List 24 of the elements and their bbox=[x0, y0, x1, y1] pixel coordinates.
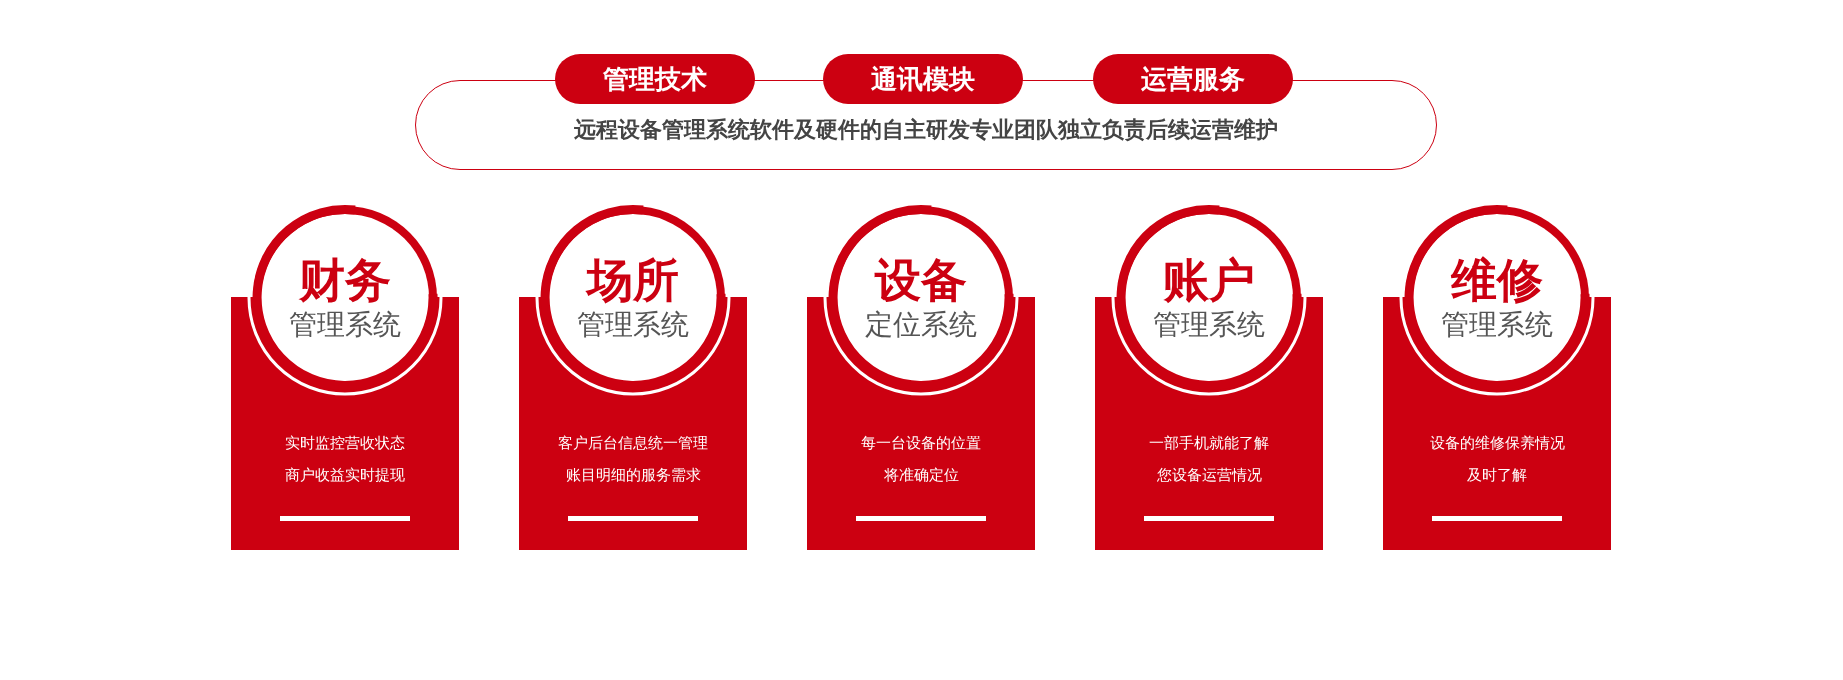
card-title: 场所 bbox=[584, 252, 680, 308]
description-text: 商户收益实时提现 bbox=[284, 465, 406, 486]
description-text: 账目明细的服务需求 bbox=[564, 465, 702, 486]
card-subtitle: 管理系统 bbox=[288, 308, 402, 342]
category-tag: 管理技术 bbox=[555, 54, 755, 104]
card-subtitle: 定位系统 bbox=[864, 308, 978, 342]
description-text: 将准确定位 bbox=[882, 465, 960, 486]
card-title: 维修 bbox=[1450, 252, 1544, 308]
category-tag: 通讯模块 bbox=[823, 54, 1023, 104]
description-text: 实时监控营收状态 bbox=[284, 433, 406, 454]
card-subtitle: 管理系统 bbox=[576, 308, 690, 342]
description-text: 设备的维修保养情况 bbox=[1428, 433, 1566, 454]
card-title: 设备 bbox=[873, 252, 968, 308]
description-text: 您设备运营情况 bbox=[1155, 465, 1263, 486]
description-text: 一部手机就能了解 bbox=[1148, 433, 1270, 454]
category-tag: 运营服务 bbox=[1093, 54, 1293, 104]
description-text: 客户后台信息统一管理 bbox=[557, 433, 709, 454]
description-text: 远程设备管理系统软件及硬件的自主研发专业团队独立负责后续运营维护 bbox=[573, 116, 1279, 144]
card-title: 财务 bbox=[298, 252, 392, 308]
card-subtitle: 管理系统 bbox=[1440, 308, 1554, 342]
card-title: 账户 bbox=[1162, 252, 1256, 308]
description-text: 每一台设备的位置 bbox=[860, 433, 982, 454]
card-subtitle: 管理系统 bbox=[1152, 308, 1266, 342]
description-text: 及时了解 bbox=[1466, 465, 1528, 486]
